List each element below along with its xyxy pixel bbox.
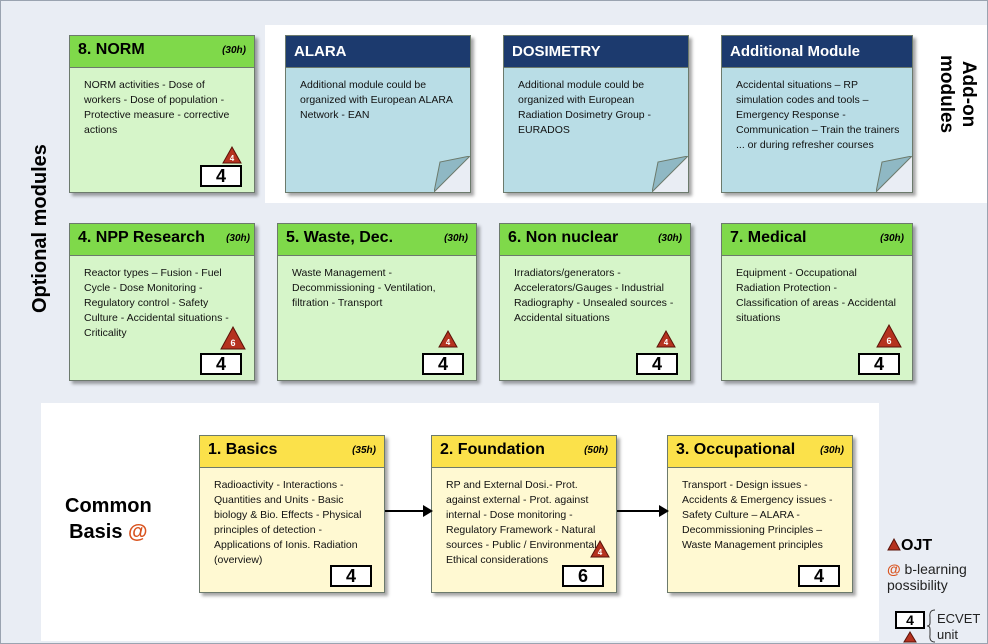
addon-label-line2: modules: [936, 55, 957, 134]
module-hours: (30h): [820, 445, 844, 456]
common-basis-label: Common Basis @: [65, 493, 152, 545]
module-header: ALARA: [286, 36, 470, 68]
module-header: 6. Non nuclear (30h): [500, 224, 690, 256]
blearning-at-icon: @: [887, 561, 901, 577]
page-fold-icon: [434, 156, 470, 192]
module-card-non-nuclear: 6. Non nuclear (30h) Irradiators/generat…: [499, 223, 691, 381]
module-header: 8. NORM (30h): [70, 36, 254, 68]
module-header: 4. NPP Research (30h): [70, 224, 254, 256]
module-title: 3. Occupational: [676, 441, 796, 458]
ojt-triangle-icon: 6: [220, 326, 246, 350]
ecvet-box: 4: [798, 565, 840, 587]
module-hours: (30h): [658, 233, 682, 244]
module-description: RP and External Dosi.- Prot. against ext…: [446, 479, 603, 566]
module-description: Irradiators/generators - Accelerators/Ga…: [514, 267, 674, 324]
module-header: 3. Occupational (30h): [668, 436, 852, 468]
module-title: 7. Medical: [730, 229, 807, 246]
ecvet-box: 4: [422, 353, 464, 375]
module-title: 4. NPP Research: [78, 229, 205, 246]
ojt-triangle-icon: 6: [876, 324, 902, 348]
arrow-basics-to-foundation: [385, 505, 433, 517]
legend: OJT @ b-learning possibility 4 ECVET uni…: [885, 537, 985, 643]
legend-ojt-label: OJT: [901, 537, 933, 554]
ecvet-box: 4: [200, 353, 242, 375]
module-card-foundation: 2. Foundation (50h) RP and External Dosi…: [431, 435, 617, 593]
ecvet-box: 6: [562, 565, 604, 587]
module-card-alara: ALARA Additional module could be organiz…: [285, 35, 471, 193]
module-card-occupational: 3. Occupational (30h) Transport - Design…: [667, 435, 853, 593]
module-description: Additional module could be organized wit…: [518, 79, 652, 136]
arrow-foundation-to-occupational: [617, 505, 669, 517]
ecvet-box: 4: [858, 353, 900, 375]
module-description: Waste Management - Decommissioning - Ven…: [292, 267, 436, 309]
legend-ojt: OJT: [887, 537, 932, 555]
brace-icon: [927, 609, 936, 643]
optional-modules-label: Optional modules: [29, 144, 51, 313]
common-label-line2: Basis @: [69, 521, 148, 543]
module-title: 2. Foundation: [440, 441, 545, 458]
page-fold-icon: [652, 156, 688, 192]
ojt-triangle-icon: 4: [222, 146, 242, 164]
module-hours: (30h): [444, 233, 468, 244]
module-hours: (35h): [352, 445, 376, 456]
module-card-npp-research: 4. NPP Research (30h) Reactor types – Fu…: [69, 223, 255, 381]
module-description: Radioactivity - Interactions - Quantitie…: [214, 479, 362, 566]
module-description: Accidental situations – RP simulation co…: [736, 79, 900, 151]
svg-text:6: 6: [230, 338, 235, 348]
addon-modules-label: Add-on modules: [935, 55, 979, 133]
module-description: NORM activities - Dose of workers - Dose…: [84, 79, 230, 136]
svg-text:4: 4: [598, 548, 603, 557]
module-card-waste: 5. Waste, Dec. (30h) Waste Management - …: [277, 223, 477, 381]
page-fold-icon: [876, 156, 912, 192]
common-label-line1: Common: [65, 495, 152, 517]
ojt-triangle-icon: 4: [438, 330, 458, 348]
addon-label-line1: Add-on: [958, 60, 979, 128]
ojt-triangle-icon: 4: [656, 330, 676, 348]
svg-text:6: 6: [886, 336, 891, 346]
module-card-basics: 1. Basics (35h) Radioactivity - Interact…: [199, 435, 385, 593]
svg-text:4: 4: [664, 338, 669, 347]
module-title: DOSIMETRY: [512, 43, 601, 60]
module-card-medical: 7. Medical (30h) Equipment - Occupationa…: [721, 223, 913, 381]
ecvet-box: 4: [330, 565, 372, 587]
ecvet-box: 4: [200, 165, 242, 187]
legend-ecvet-box: 4: [895, 611, 925, 629]
module-title: Additional Module: [730, 43, 860, 60]
module-description: Additional module could be organized wit…: [300, 79, 453, 121]
module-card-norm: 8. NORM (30h) NORM activities - Dose of …: [69, 35, 255, 193]
module-title: 6. Non nuclear: [508, 229, 619, 246]
svg-text:4: 4: [446, 338, 451, 347]
module-hours: (30h): [880, 233, 904, 244]
module-title: ALARA: [294, 43, 347, 60]
module-hours: (50h): [584, 445, 608, 456]
legend-blearning: @ b-learning possibility: [887, 561, 967, 593]
module-header: 2. Foundation (50h): [432, 436, 616, 468]
module-title: 5. Waste, Dec.: [286, 229, 394, 246]
blearning-at-icon: @: [128, 521, 148, 543]
ojt-triangle-icon: 4: [590, 540, 610, 558]
module-hours: (30h): [222, 45, 246, 56]
module-header: 7. Medical (30h): [722, 224, 912, 256]
module-description: Equipment - Occupational Radiation Prote…: [736, 267, 896, 324]
legend-unit-label: unit: [937, 627, 958, 642]
ecvet-box: 4: [636, 353, 678, 375]
legend-blearning-line1: b-learning: [900, 561, 967, 577]
module-header: DOSIMETRY: [504, 36, 688, 68]
svg-text:4: 4: [230, 154, 235, 163]
module-header: Additional Module: [722, 36, 912, 68]
legend-blearning-line2: possibility: [887, 577, 948, 593]
module-card-additional: Additional Module Accidental situations …: [721, 35, 913, 193]
ojt-triangle-icon: [887, 537, 901, 551]
module-title: 8. NORM: [78, 41, 145, 58]
module-header: 5. Waste, Dec. (30h): [278, 224, 476, 256]
ojt-triangle-icon: [903, 631, 917, 643]
module-hours: (30h): [226, 233, 250, 244]
module-header: 1. Basics (35h): [200, 436, 384, 468]
module-description: Reactor types – Fusion - Fuel Cycle - Do…: [84, 267, 229, 339]
module-description: Transport - Design issues - Accidents & …: [682, 479, 833, 551]
module-title: 1. Basics: [208, 441, 278, 458]
module-card-dosimetry: DOSIMETRY Additional module could be org…: [503, 35, 689, 193]
legend-ecvet-label: ECVET: [937, 611, 981, 626]
